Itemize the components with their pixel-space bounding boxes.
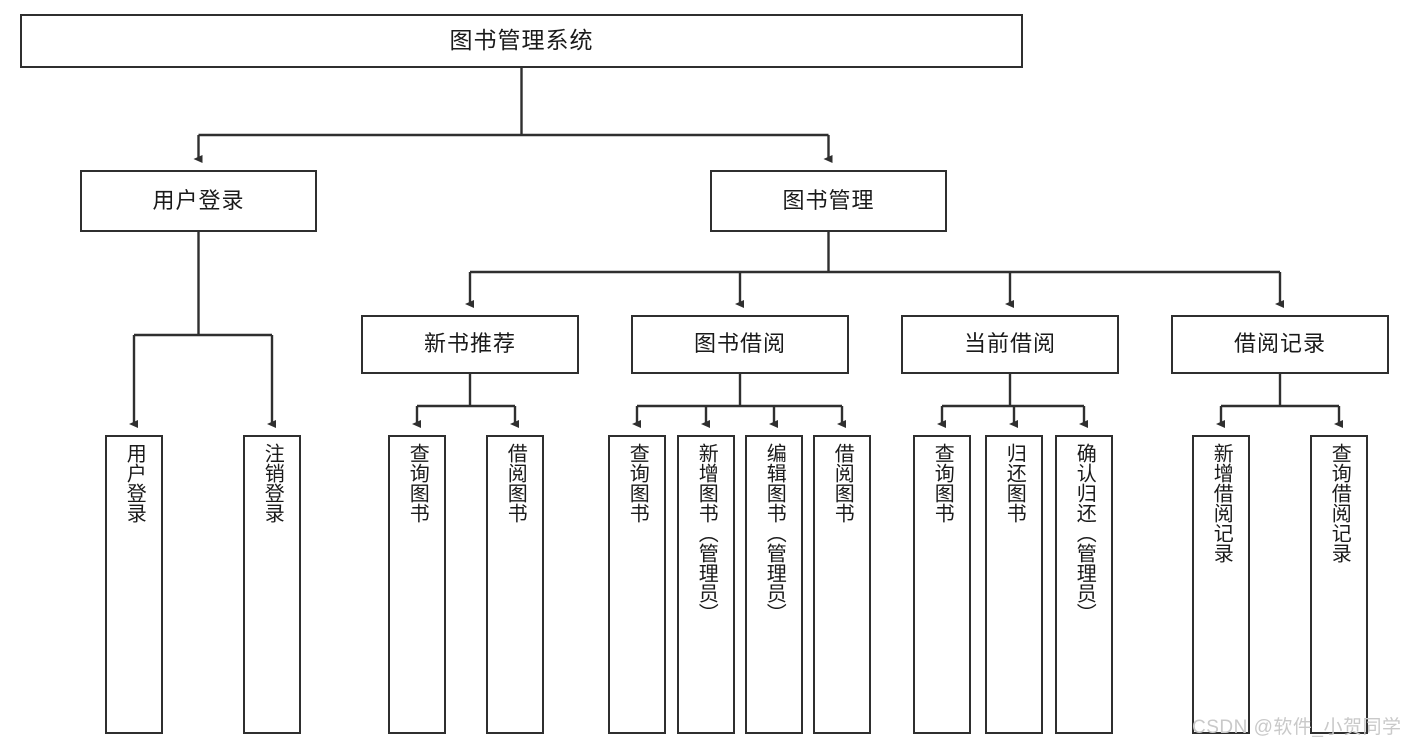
- node-root-label: 图书管理系统: [449, 27, 594, 54]
- node-leaf-edit-book-admin-label: 编辑图书（管理员）: [763, 443, 786, 623]
- node-user-login-label: 用户登录: [152, 187, 245, 213]
- node-leaf-user-login-label: 用户登录: [123, 443, 146, 523]
- node-leaf-query-book-1[interactable]: 查询图书: [388, 435, 446, 734]
- node-user-login[interactable]: 用户登录: [80, 170, 317, 232]
- node-book-borrow[interactable]: 图书借阅: [631, 315, 849, 374]
- node-new-book-recommend[interactable]: 新书推荐: [361, 315, 579, 374]
- node-leaf-user-login[interactable]: 用户登录: [105, 435, 163, 734]
- node-leaf-query-book-2-label: 查询图书: [626, 443, 649, 523]
- node-borrow-record[interactable]: 借阅记录: [1171, 315, 1389, 374]
- node-leaf-logout-login-label: 注销登录: [261, 443, 284, 523]
- node-borrow-record-label: 借阅记录: [1233, 331, 1326, 357]
- node-leaf-query-borrow-record-label: 查询借阅记录: [1328, 443, 1351, 563]
- node-leaf-borrow-book-2-label: 借阅图书: [831, 443, 854, 523]
- node-new-book-recommend-label: 新书推荐: [423, 331, 516, 357]
- node-current-borrow-label: 当前借阅: [963, 331, 1056, 357]
- node-leaf-add-book-admin-label: 新增图书（管理员）: [695, 443, 718, 623]
- csdn-watermark: CSDN @软件_小贺同学: [1192, 717, 1402, 738]
- node-leaf-return-book-label: 归还图书: [1003, 443, 1026, 523]
- node-leaf-logout-login[interactable]: 注销登录: [243, 435, 301, 734]
- node-leaf-add-borrow-record-label: 新增借阅记录: [1210, 443, 1233, 563]
- node-leaf-borrow-book-1[interactable]: 借阅图书: [486, 435, 544, 734]
- node-leaf-add-book-admin[interactable]: 新增图书（管理员）: [677, 435, 735, 734]
- node-leaf-return-book[interactable]: 归还图书: [985, 435, 1043, 734]
- node-leaf-query-book-1-label: 查询图书: [406, 443, 429, 523]
- node-leaf-borrow-book-1-label: 借阅图书: [504, 443, 527, 523]
- node-root[interactable]: 图书管理系统: [20, 14, 1023, 68]
- node-book-manage[interactable]: 图书管理: [710, 170, 947, 232]
- node-current-borrow[interactable]: 当前借阅: [901, 315, 1119, 374]
- node-leaf-confirm-return-admin-label: 确认归还（管理员）: [1073, 443, 1096, 623]
- node-leaf-query-book-3-label: 查询图书: [931, 443, 954, 523]
- node-book-manage-label: 图书管理: [782, 187, 875, 213]
- node-leaf-query-book-2[interactable]: 查询图书: [608, 435, 666, 734]
- node-leaf-query-borrow-record[interactable]: 查询借阅记录: [1310, 435, 1368, 734]
- node-leaf-add-borrow-record[interactable]: 新增借阅记录: [1192, 435, 1250, 734]
- node-leaf-edit-book-admin[interactable]: 编辑图书（管理员）: [745, 435, 803, 734]
- node-leaf-query-book-3[interactable]: 查询图书: [913, 435, 971, 734]
- node-book-borrow-label: 图书借阅: [693, 331, 786, 357]
- node-leaf-confirm-return-admin[interactable]: 确认归还（管理员）: [1055, 435, 1113, 734]
- node-leaf-borrow-book-2[interactable]: 借阅图书: [813, 435, 871, 734]
